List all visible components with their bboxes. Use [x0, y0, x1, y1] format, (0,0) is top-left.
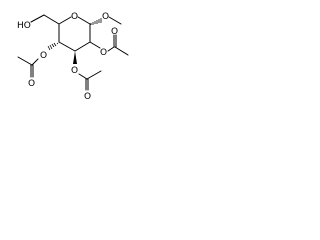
methoxy-group: [90, 16, 122, 25]
bond-carbonyl-methyl: [114, 46, 129, 56]
bond-c5-c6: [43, 14, 60, 25]
c3-carbonyl-oxygen-label: O: [84, 92, 91, 102]
c4-acetoxy-group: [17, 42, 59, 78]
bond-carbonyl-methyl: [17, 56, 33, 66]
c4-carbonyl-oxygen-label: O: [28, 79, 35, 89]
chemical-structure: O O HO O O O O O O: [17, 12, 129, 102]
c2-acetoxy-group: [89, 34, 129, 56]
bond-c2-o: [89, 41, 101, 49]
bond-o-carbonyl-c: [107, 46, 115, 52]
bond-o-carbonyl-c: [31, 58, 39, 66]
hydroxyl-label: HO: [17, 21, 31, 31]
bond-o-methyl: [108, 16, 122, 25]
c3-ester-oxygen-label: O: [71, 66, 78, 76]
bond-ring-o-c1: [77, 16, 91, 25]
bond-carbonyl-methyl: [86, 70, 102, 80]
hashed-bond-c4-o: [47, 42, 59, 51]
ring-oxygen-label: O: [71, 12, 78, 22]
bond-c3-c4: [58, 41, 76, 52]
pyranose-ring: [58, 16, 91, 52]
c2-ester-oxygen-label: O: [100, 48, 107, 58]
c4-ester-oxygen-label: O: [40, 51, 47, 61]
bond-c5-ring-o: [58, 16, 72, 25]
hashed-bond-c1-o: [90, 18, 102, 25]
hydroxymethyl-group: [30, 14, 60, 25]
methoxy-oxygen-label: O: [102, 12, 109, 22]
bond-o-carbonyl-c: [78, 73, 88, 80]
bond-c2-c3: [74, 41, 91, 52]
wedge-bond-c3-o: [73, 51, 77, 64]
c3-acetoxy-group: [73, 51, 102, 91]
c2-carbonyl-oxygen-label: O: [111, 27, 118, 37]
bond-c6-oh: [30, 14, 45, 23]
